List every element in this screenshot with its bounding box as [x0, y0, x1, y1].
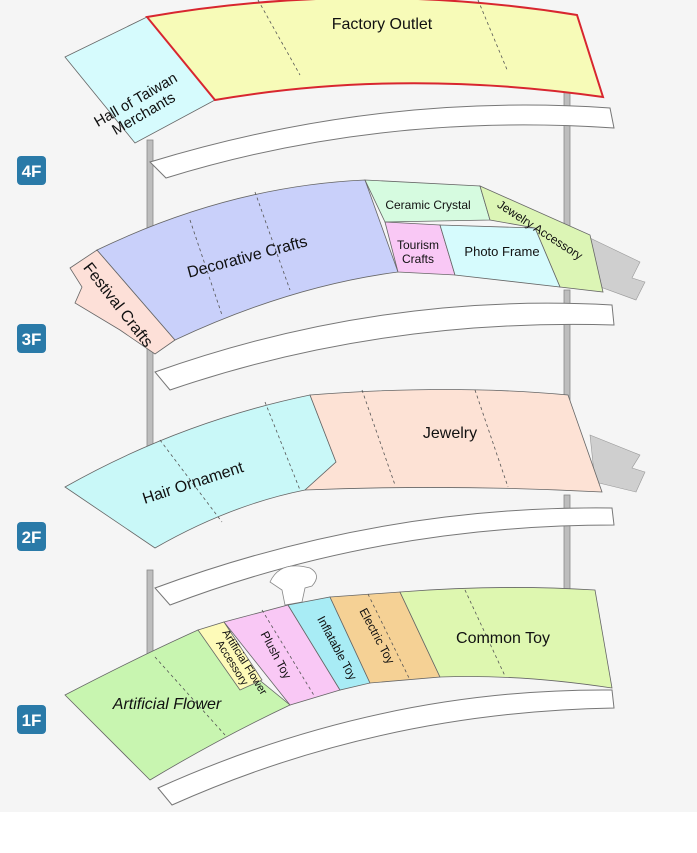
zone-factory-outlet[interactable] — [145, 0, 605, 102]
floor-2f — [64, 389, 603, 549]
zone-artificial-flower-accessory[interactable] — [197, 621, 263, 691]
label-photo-frame: Photo Frame — [464, 244, 539, 259]
walkway-3f — [154, 302, 615, 391]
floor-badge-1f[interactable]: 1F — [17, 705, 46, 734]
floor-badge-3f[interactable]: 3F — [17, 324, 46, 353]
walkway-4f — [149, 104, 615, 179]
entrance-knob — [269, 565, 317, 606]
label-artificial-flower: Artificial Flower — [112, 696, 222, 713]
divider — [154, 589, 506, 736]
label-factory-outlet: Factory Outlet — [332, 16, 433, 33]
svg-text:4F: 4F — [22, 162, 42, 181]
zone-jewelry[interactable] — [303, 389, 603, 493]
label-ceramic-crystal: Ceramic Crystal — [385, 198, 470, 212]
floor-3f — [69, 179, 604, 355]
floor-badge-4f[interactable]: 4F — [17, 156, 46, 185]
badge-bg — [17, 705, 46, 734]
floor-badge-2f[interactable]: 2F — [17, 522, 46, 551]
badge-bg — [17, 522, 46, 551]
svg-text:3F: 3F — [22, 330, 42, 349]
zone-photo-frame[interactable] — [439, 224, 561, 288]
label-jewelry: Jewelry — [423, 425, 477, 442]
walkway-1f — [157, 689, 615, 806]
svg-text:1F: 1F — [22, 711, 42, 730]
label-crafts: Crafts — [402, 252, 434, 266]
badge-bg — [17, 156, 46, 185]
divider — [189, 191, 291, 316]
label-common-toy: Common Toy — [456, 630, 550, 647]
floor-1f — [64, 587, 613, 781]
divider — [257, 0, 509, 76]
label-tourism: Tourism — [397, 238, 439, 252]
svg-text:2F: 2F — [22, 528, 42, 547]
zone-decorative-crafts[interactable] — [96, 179, 399, 341]
zone-common-toy[interactable] — [399, 587, 613, 689]
badge-bg — [17, 324, 46, 353]
floor-4f — [64, 0, 605, 144]
